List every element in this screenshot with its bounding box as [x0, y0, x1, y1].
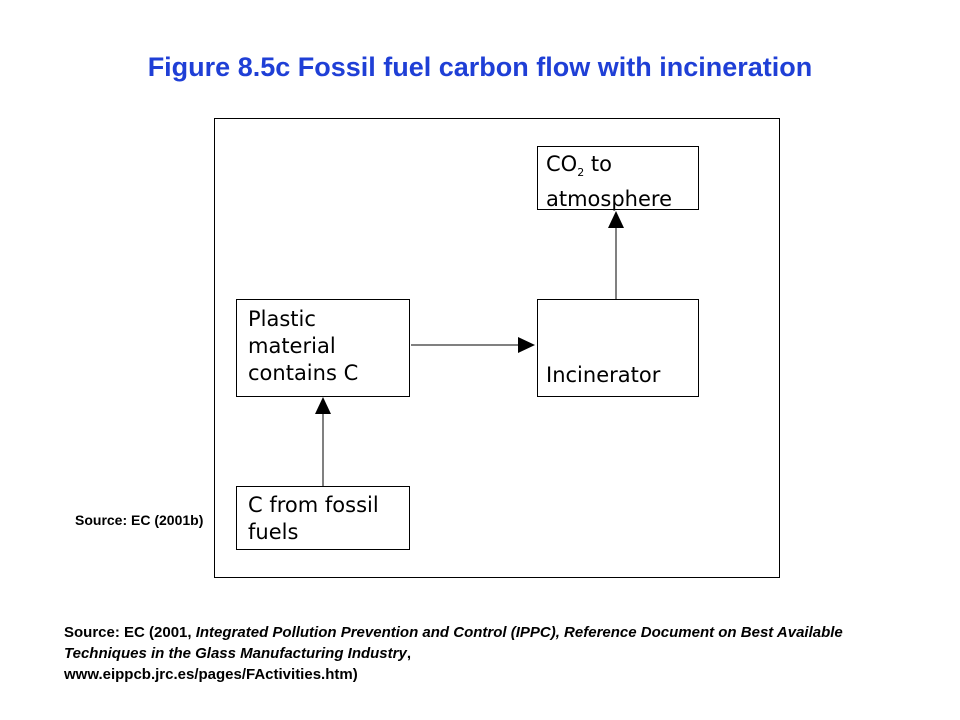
node-co2-line1: CO2 to — [546, 151, 698, 186]
node-co2-atmosphere: CO2 to atmosphere — [537, 146, 699, 212]
node-c-from-fossil-fuels: C from fossil fuels — [236, 486, 410, 550]
co2-rest: to — [584, 152, 612, 176]
node-plastic-line3: contains C — [248, 361, 359, 385]
node-plastic-line2: material — [248, 334, 336, 358]
footer-source-prefix: Source: EC (2001, — [64, 624, 196, 641]
footer-source-comma: , — [406, 645, 411, 662]
node-plastic-line1: Plastic — [248, 307, 316, 331]
node-co2-line2: atmosphere — [546, 187, 672, 212]
node-fossil-line1: C from fossil — [248, 493, 379, 517]
node-fossil-line2: fuels — [248, 520, 299, 544]
diagram-frame — [214, 118, 780, 578]
footer-source-title: Integrated Pollution Prevention and Cont… — [64, 624, 843, 662]
co2-subscript: 2 — [577, 166, 585, 180]
node-plastic-material: Plastic material contains C — [236, 299, 410, 397]
arrow-fossil-to-plastic — [315, 397, 331, 486]
figure-title: Figure 8.5c Fossil fuel carbon flow with… — [147, 52, 813, 82]
node-incinerator: Incinerator — [537, 299, 699, 397]
inline-source-label: Source: EC (2001b) — [75, 512, 204, 528]
node-incinerator-label: Incinerator — [546, 363, 661, 387]
footer-source-url: www.eippcb.jrc.es/pages/FActivities.htm) — [64, 666, 358, 683]
co2-main: CO — [546, 152, 578, 176]
footer-source: Source: EC (2001, Integrated Pollution P… — [64, 622, 914, 685]
arrow-plastic-to-incinerator — [411, 337, 535, 353]
arrow-incinerator-to-co2 — [608, 211, 624, 299]
